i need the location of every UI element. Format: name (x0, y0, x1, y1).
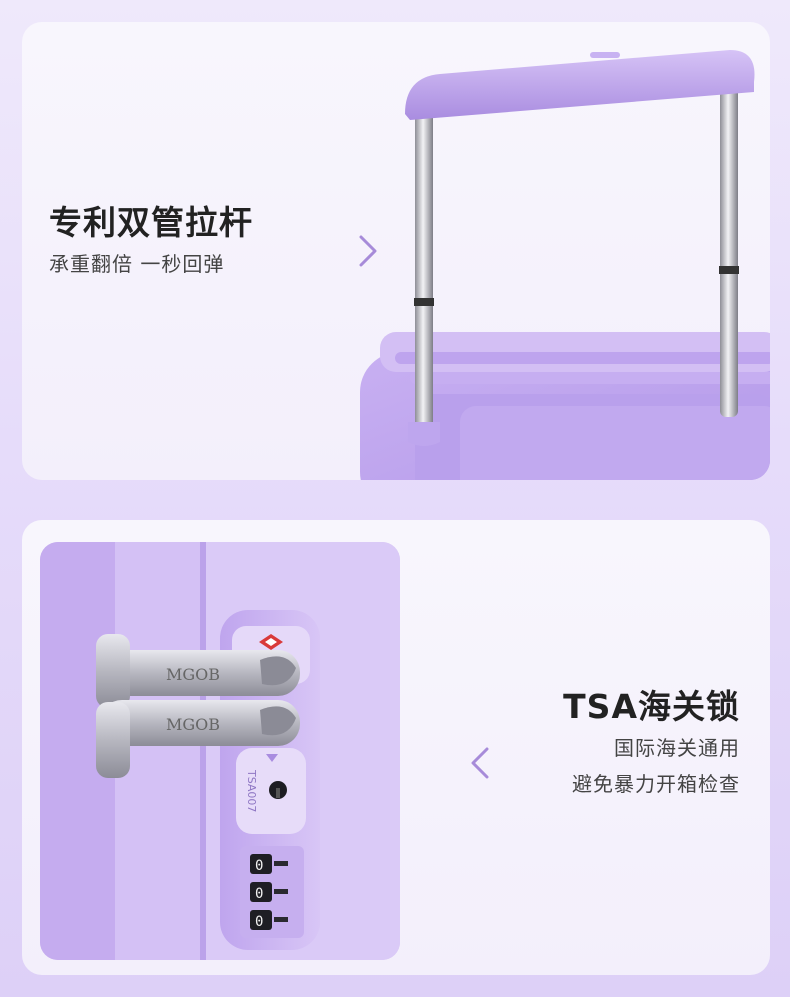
lock-subtitle: 国际海关通用 避免暴力开箱检查 (572, 730, 740, 802)
tsa-lock-illustration: MGOB MGOB TSA007 0 0 (40, 542, 400, 960)
handle-feature-card: 专利双管拉杆 承重翻倍 一秒回弹 (22, 22, 770, 480)
lock-title: TSA海关锁 (563, 687, 740, 726)
tsa-code-label: TSA007 (245, 769, 258, 812)
lock-subtitle-line-1: 国际海关通用 (614, 736, 740, 760)
chevron-right-icon (359, 235, 377, 267)
trolley-handle-illustration (360, 50, 770, 480)
handle-subtitle: 承重翻倍 一秒回弹 (49, 252, 225, 276)
combo-digit-2: 0 (255, 886, 263, 902)
combo-digit-1: 0 (255, 858, 263, 874)
lock-subtitle-line-2: 避免暴力开箱检查 (572, 772, 740, 796)
combo-digit-3: 0 (255, 914, 263, 930)
lock-feature-card: MGOB MGOB TSA007 0 0 (22, 520, 770, 975)
chevron-left-icon (471, 747, 489, 779)
handle-title: 专利双管拉杆 (49, 203, 253, 242)
latch-brand-label-1: MGOB (166, 665, 220, 684)
latch-brand-label-2: MGOB (166, 715, 220, 734)
